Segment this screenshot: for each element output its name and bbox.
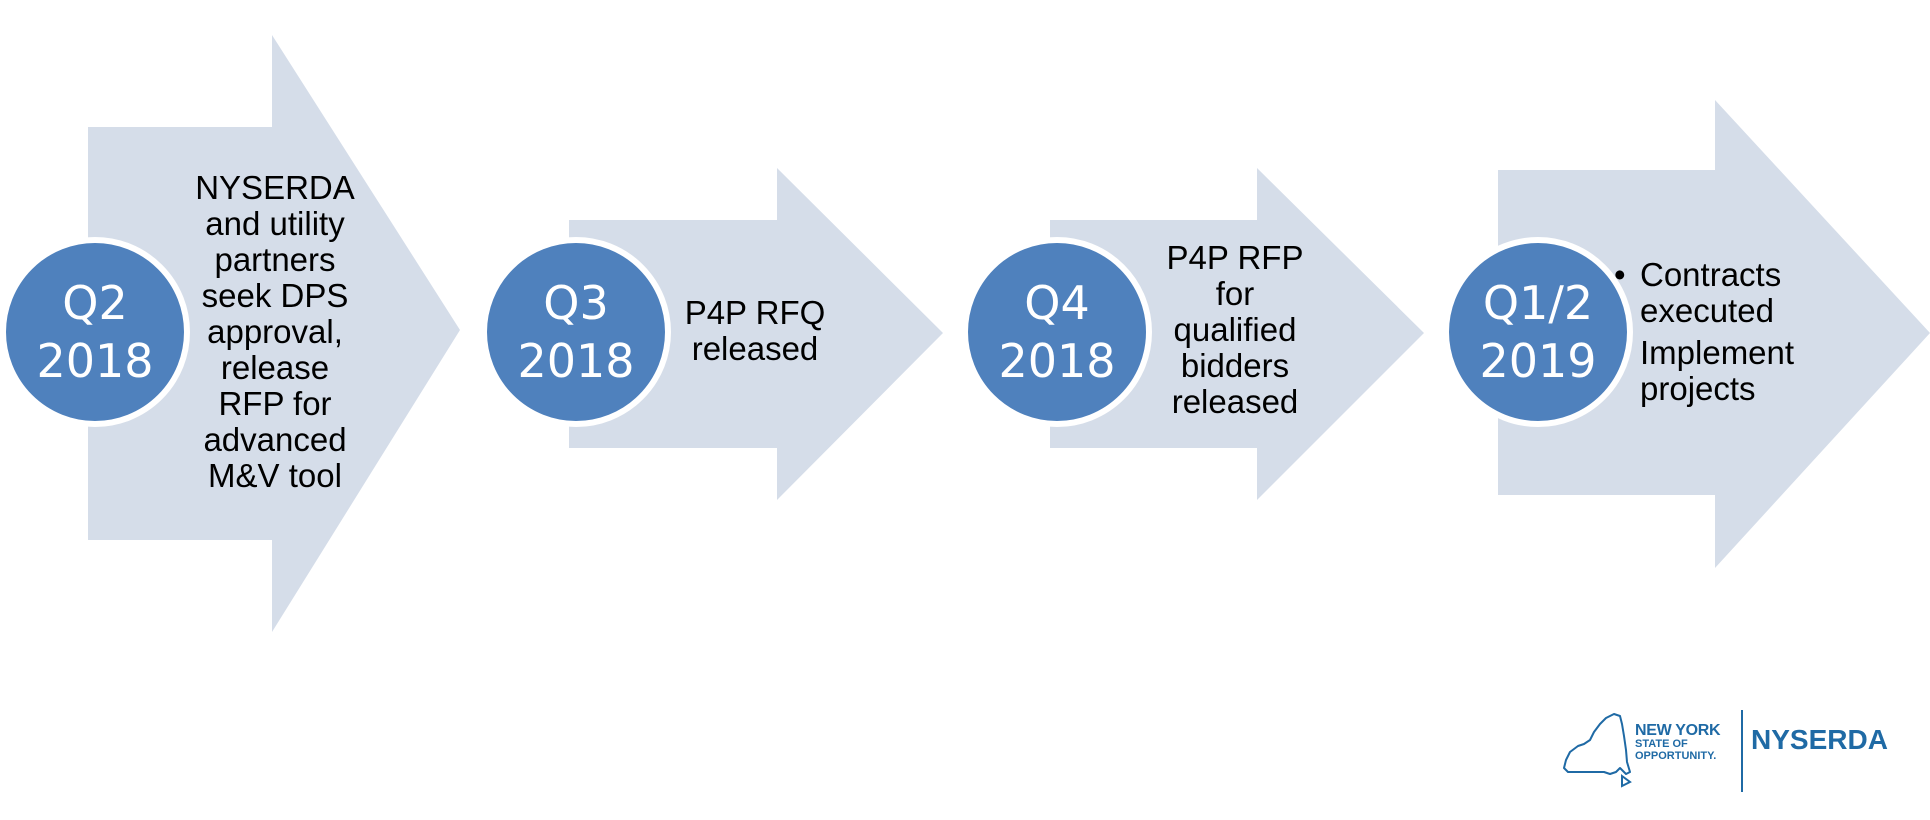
step-1-description: NYSERDA and utility partners seek DPS ap… (185, 170, 365, 494)
quarter-badge-q3-2018: Q3 2018 (481, 237, 671, 427)
step-1-line: approval, (207, 313, 343, 350)
step-1-line: release (220, 349, 330, 386)
step-3-line: released (1171, 383, 1299, 420)
arrow-step-3 (1050, 168, 1424, 500)
logo-line-2: STATE OF (1635, 738, 1688, 750)
step-4-line: Implement (1640, 334, 1795, 371)
step-4-line: executed (1640, 292, 1774, 329)
step-3-line: bidders (1180, 347, 1290, 384)
arrow-step-1 (88, 35, 460, 632)
quarter-badge-q2-2018: Q2 2018 (0, 237, 190, 427)
badge-year: 2019 (1479, 334, 1597, 388)
step-1-line: and utility (205, 205, 345, 242)
quarter-badge-q4-2018: Q4 2018 (962, 237, 1152, 427)
bullet-item: • Contracts (1614, 257, 1824, 293)
step-1-line: M&V tool (208, 457, 342, 494)
nyserda-logo: NEW YORK STATE OF OPPORTUNITY. NYSERDA (1560, 710, 1890, 800)
badge-quarter: Q3 (543, 276, 609, 330)
step-1-line: seek DPS (201, 277, 349, 314)
badge-quarter: Q2 (62, 276, 128, 330)
badge-year: 2018 (998, 334, 1116, 388)
step-2-description: P4P RFQ released (670, 295, 840, 367)
new-york-state-map-icon (1563, 713, 1632, 788)
step-2-line: P4P RFQ (684, 294, 826, 331)
step-3-description: P4P RFP for qualified bidders released (1145, 240, 1325, 420)
step-3-line: qualified (1173, 311, 1297, 348)
bullet-icon: • (1614, 256, 1626, 293)
step-4-line: projects (1640, 370, 1756, 407)
nyserda-wordmark: NYSERDA (1751, 724, 1888, 755)
logo-divider (1741, 710, 1743, 792)
step-3-line: P4P RFP (1166, 239, 1304, 276)
step-4-description: • Contracts executed Implement projects (1614, 257, 1824, 407)
quarter-badge-q1-2-2019: Q1/2 2019 (1443, 237, 1633, 427)
badge-year: 2018 (36, 334, 154, 388)
arrow-step-2 (569, 168, 943, 500)
step-2-line: released (691, 330, 819, 367)
step-4-line: Contracts (1640, 256, 1782, 293)
step-3-line: for (1215, 275, 1255, 312)
step-1-line: partners (214, 241, 336, 278)
step-1-line: advanced (203, 421, 347, 458)
arrow-step-4 (1498, 100, 1930, 568)
badge-year: 2018 (517, 334, 635, 388)
logo-line-1: NEW YORK (1635, 722, 1721, 739)
badge-quarter: Q4 (1024, 276, 1090, 330)
new-york-wordmark: NEW YORK STATE OF OPPORTUNITY. (1635, 722, 1721, 763)
logo-line-3: OPPORTUNITY. (1635, 750, 1717, 762)
step-1-line: RFP for (218, 385, 332, 422)
badge-quarter: Q1/2 (1482, 276, 1594, 330)
step-1-line: NYSERDA (195, 169, 355, 206)
